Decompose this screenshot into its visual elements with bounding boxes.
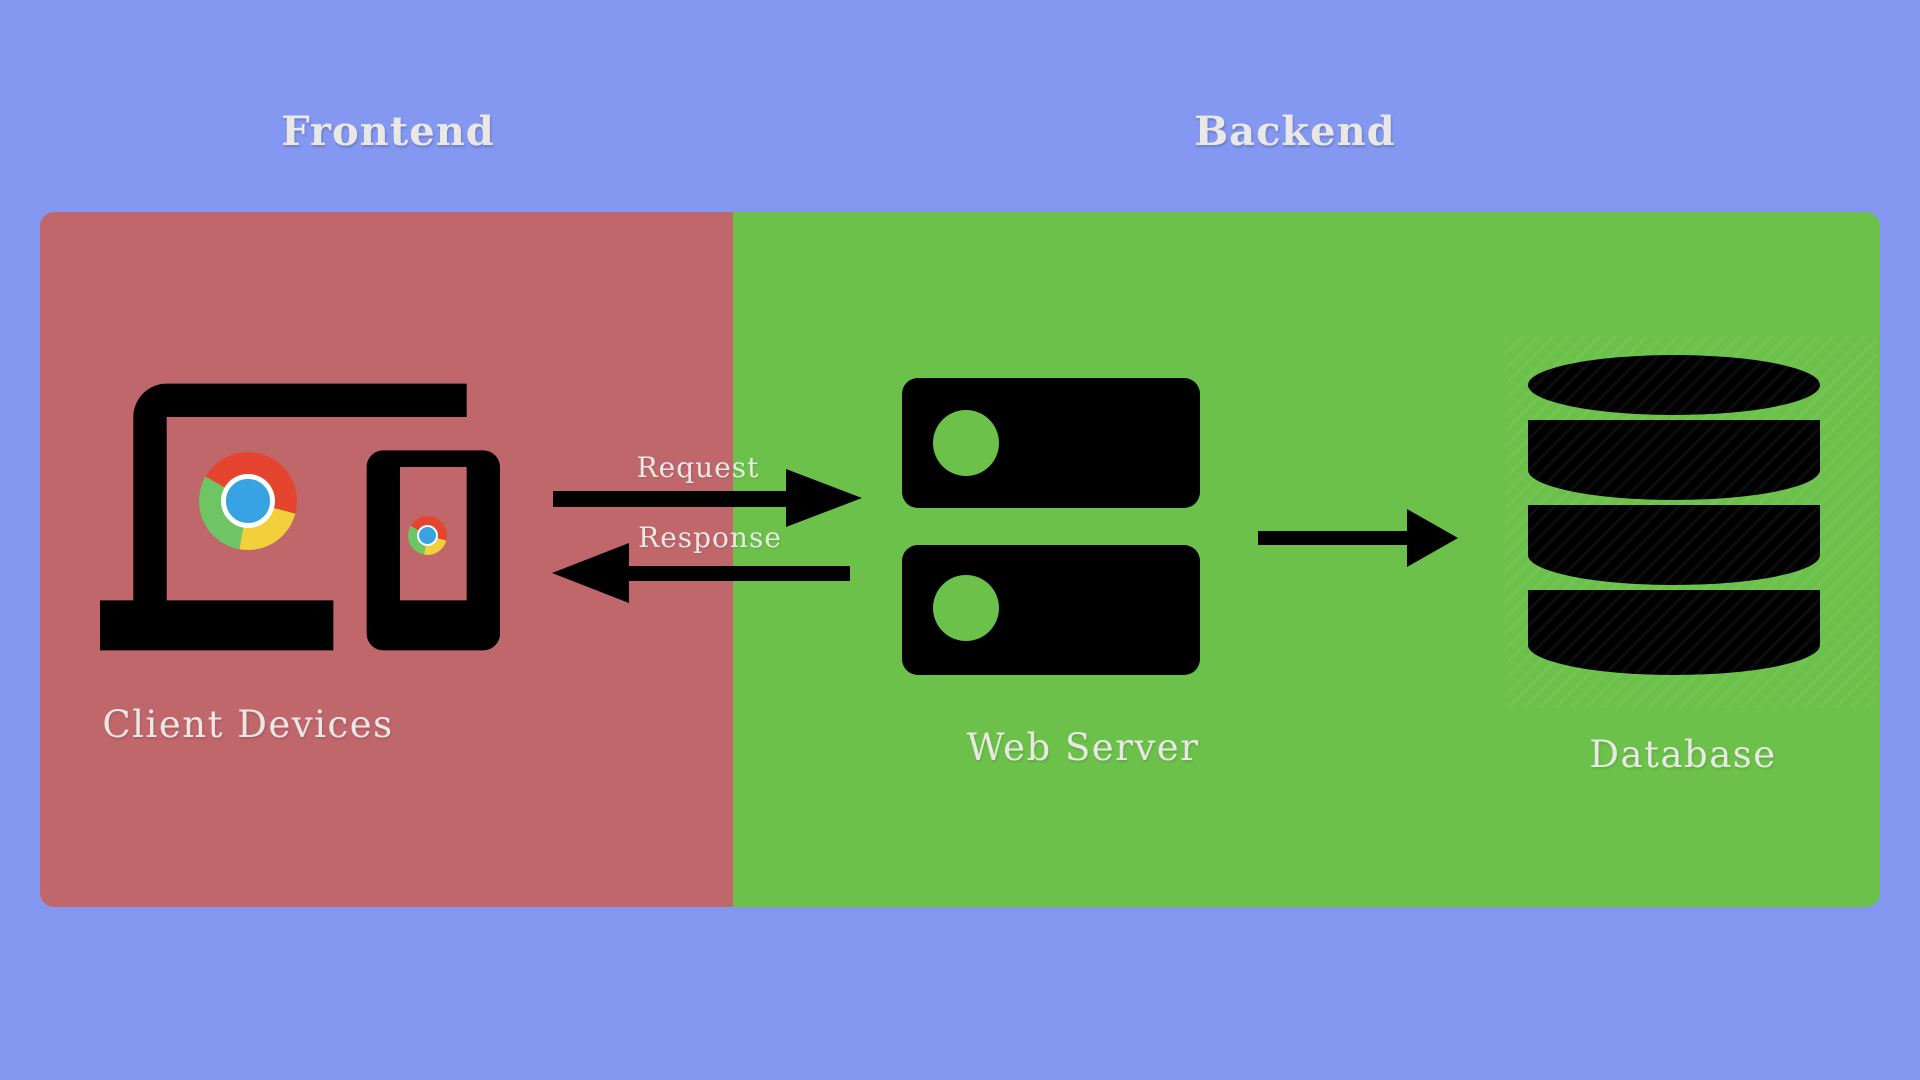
server-rack-unit-icon <box>902 545 1200 675</box>
server-to-database-arrow-shaft <box>1258 531 1410 545</box>
request-arrowhead-icon <box>786 469 862 527</box>
database-cylinder-icon <box>1528 355 1820 675</box>
backend-section-title: Backend <box>1194 108 1396 155</box>
response-arrow-shaft <box>626 566 850 581</box>
request-arrow-label: Request <box>636 451 760 484</box>
request-arrow-shaft <box>553 491 789 507</box>
chrome-browser-logo-small-icon <box>408 516 447 555</box>
server-rack-unit-icon <box>902 378 1200 508</box>
chrome-browser-logo-icon <box>199 452 297 550</box>
server-to-database-arrowhead-icon <box>1407 509 1458 567</box>
database-label: Database <box>1589 733 1777 776</box>
response-arrow-label: Response <box>638 521 782 554</box>
response-arrowhead-icon <box>552 543 629 603</box>
laptop-and-phone-devices-icon <box>100 383 500 651</box>
client-devices-label: Client Devices <box>102 703 394 746</box>
server-led-indicator <box>933 410 999 476</box>
server-led-indicator <box>933 575 999 641</box>
web-server-label: Web Server <box>966 726 1200 769</box>
frontend-section-title: Frontend <box>281 108 495 155</box>
